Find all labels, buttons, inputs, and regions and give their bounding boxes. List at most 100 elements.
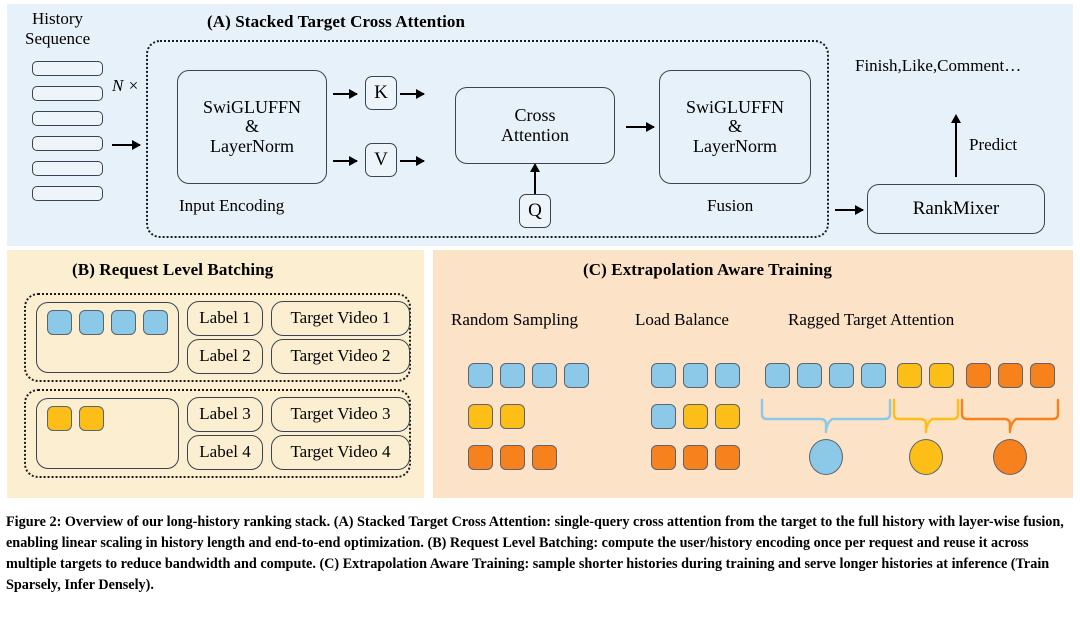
- arrow-encoder-to-v: [333, 155, 358, 166]
- ragged-square: [966, 363, 991, 388]
- label-box-text: Label 4: [199, 442, 251, 462]
- input-encoding-line3: LayerNorm: [210, 135, 294, 156]
- input-encoding-box: SwiGLUFFN & LayerNorm: [177, 70, 327, 184]
- history-bar: [32, 61, 103, 76]
- input-encoding-line1: SwiGLUFFN: [202, 96, 302, 117]
- sample-square: [532, 445, 557, 470]
- brace-blue-icon: [760, 398, 892, 434]
- sample-square: [468, 445, 493, 470]
- label-box: Label 3: [187, 397, 263, 432]
- arrow-v-to-cross-attention: [400, 155, 425, 166]
- k-box: K: [365, 76, 397, 110]
- input-encoding-line2: &: [244, 116, 259, 137]
- panel-b-request-level-batching: (B) Request Level Batching Label 1 Targe…: [7, 250, 424, 498]
- target-circle-blue: [809, 439, 843, 475]
- load-balance-square: [651, 445, 676, 470]
- history-square: [143, 310, 168, 335]
- ragged-square: [861, 363, 886, 388]
- label-box: Label 4: [187, 435, 263, 470]
- rankmixer-label: RankMixer: [912, 197, 1000, 219]
- sample-square: [468, 404, 493, 429]
- ragged-square: [797, 363, 822, 388]
- fusion-box: SwiGLUFFN & LayerNorm: [659, 70, 811, 184]
- sample-square: [500, 363, 525, 388]
- load-balance-square: [683, 404, 708, 429]
- history-bar: [32, 136, 103, 151]
- load-balance-square: [715, 404, 740, 429]
- repeat-n-times-label: N ×: [112, 76, 140, 95]
- v-box: V: [365, 143, 397, 177]
- label-box: Label 2: [187, 339, 263, 374]
- brace-yellow-icon: [892, 398, 960, 434]
- history-sequence-label-line2: Sequence: [25, 29, 91, 48]
- history-bar: [32, 86, 103, 101]
- target-video-box: Target Video 2: [271, 339, 410, 374]
- column-header-ragged-target-attention: Ragged Target Attention: [788, 310, 955, 329]
- history-square: [47, 310, 72, 335]
- target-video-box: Target Video 1: [271, 301, 410, 336]
- history-square: [79, 310, 104, 335]
- arrow-predict: [950, 114, 961, 177]
- panel-b-title: (B) Request Level Batching: [72, 260, 274, 279]
- arrow-cross-attention-to-fusion: [626, 121, 655, 132]
- cross-attention-line1: Cross: [514, 105, 556, 126]
- ragged-square: [1030, 363, 1055, 388]
- request-group-dotted-border: [24, 293, 411, 382]
- predict-label: Predict: [969, 135, 1018, 154]
- ragged-square: [765, 363, 790, 388]
- arrow-k-to-cross-attention: [400, 88, 425, 99]
- target-video-text: Target Video 3: [290, 404, 391, 424]
- load-balance-square: [683, 363, 708, 388]
- target-video-box: Target Video 3: [271, 397, 410, 432]
- panel-c-extrapolation-aware-training: (C) Extrapolation Aware Training Random …: [433, 250, 1073, 498]
- panel-c-title: (C) Extrapolation Aware Training: [583, 260, 832, 279]
- arrow-fusion-to-rankmixer: [835, 204, 864, 215]
- sample-square: [564, 363, 589, 388]
- panel-a-stacked-target-cross-attention: (A) Stacked Target Cross Attention Histo…: [7, 4, 1073, 246]
- label-box-text: Label 1: [199, 308, 251, 328]
- fusion-group-label: Fusion: [707, 196, 754, 215]
- sample-square: [500, 404, 525, 429]
- sample-square: [532, 363, 557, 388]
- fusion-line2: &: [727, 116, 742, 137]
- q-box: Q: [519, 194, 551, 228]
- ragged-square: [998, 363, 1023, 388]
- rankmixer-box: RankMixer: [867, 184, 1045, 234]
- load-balance-square: [715, 363, 740, 388]
- load-balance-square: [651, 404, 676, 429]
- arrow-q-to-cross-attention: [529, 163, 540, 194]
- column-header-load-balance: Load Balance: [635, 310, 729, 329]
- history-square: [47, 406, 72, 431]
- cross-attention-box: Cross Attention: [455, 87, 615, 164]
- label-box-text: Label 3: [199, 404, 251, 424]
- outputs-label: Finish,Like,Comment…: [855, 56, 1022, 75]
- target-video-box: Target Video 4: [271, 435, 410, 470]
- arrow-encoder-to-k: [333, 88, 358, 99]
- history-bar: [32, 186, 103, 201]
- v-box-label: V: [374, 149, 388, 170]
- ragged-square: [929, 363, 954, 388]
- arrow-history-to-encoder: [112, 139, 141, 150]
- load-balance-square: [651, 363, 676, 388]
- k-box-label: K: [374, 82, 388, 103]
- fusion-line1: SwiGLUFFN: [685, 96, 785, 117]
- fusion-line3: LayerNorm: [693, 135, 777, 156]
- target-video-text: Target Video 1: [290, 308, 391, 328]
- target-video-text: Target Video 4: [290, 442, 391, 462]
- brace-orange-icon: [960, 398, 1060, 434]
- input-encoding-group-label: Input Encoding: [179, 196, 285, 215]
- history-square: [79, 406, 104, 431]
- ragged-square: [897, 363, 922, 388]
- sample-square: [500, 445, 525, 470]
- stacked-block-dotted-border: [146, 40, 829, 238]
- request-group-dotted-border: [24, 389, 411, 478]
- label-box-text: Label 2: [199, 346, 251, 366]
- sample-square: [468, 363, 493, 388]
- column-header-random-sampling: Random Sampling: [451, 310, 579, 329]
- load-balance-square: [715, 445, 740, 470]
- q-box-label: Q: [528, 200, 542, 221]
- target-video-text: Target Video 2: [290, 346, 391, 366]
- history-sequence-label-line1: History: [32, 9, 83, 28]
- panel-a-title: (A) Stacked Target Cross Attention: [207, 12, 466, 31]
